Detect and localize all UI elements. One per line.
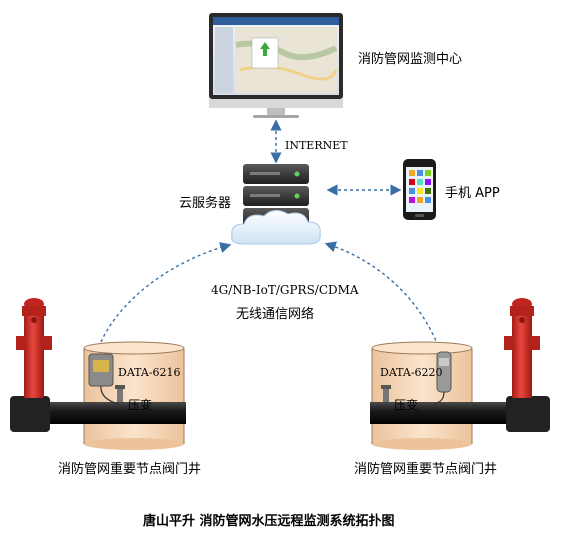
right-well-label: 消防管网重要节点阀门井 [354,462,498,477]
right-data-device-icon [433,351,452,405]
diagram-caption: 唐山平升 消防管网水压远程监测系统拓扑图 [143,514,395,529]
wireless-protocols-label: 4G/NB-IoT/GPRS/CDMA [211,283,359,297]
left-well-label: 消防管网重要节点阀门井 [58,462,202,477]
monitoring-center-label: 消防管网监测中心 [358,52,463,67]
mobile-app-label: 手机 APP [445,186,500,201]
arrow-left-well-to-cloud [100,242,232,343]
connection-arrows [100,119,439,347]
right-pressure-sensor-icon [381,385,391,402]
left-hydrant-icon [16,298,52,398]
monitor-icon [209,13,343,118]
cloud-server-label: 云服务器 [179,196,232,211]
right-hydrant-icon [504,298,540,398]
internet-label: INTERNET [285,139,348,152]
right-sensor-label: 压变 [394,398,419,412]
right-device-model: DATA-6220 [380,366,443,379]
left-pipe [10,396,186,432]
wireless-network-label: 无线通信网络 [236,307,315,322]
left-data-device-icon [88,353,123,407]
arrow-right-well-to-cloud [324,241,439,347]
left-sensor-label: 压变 [128,398,153,412]
phone-icon [403,159,436,220]
left-pressure-sensor-icon [115,385,125,402]
right-pipe [370,396,550,432]
left-device-model: DATA-6216 [118,366,181,379]
cloud-icon [231,210,321,245]
